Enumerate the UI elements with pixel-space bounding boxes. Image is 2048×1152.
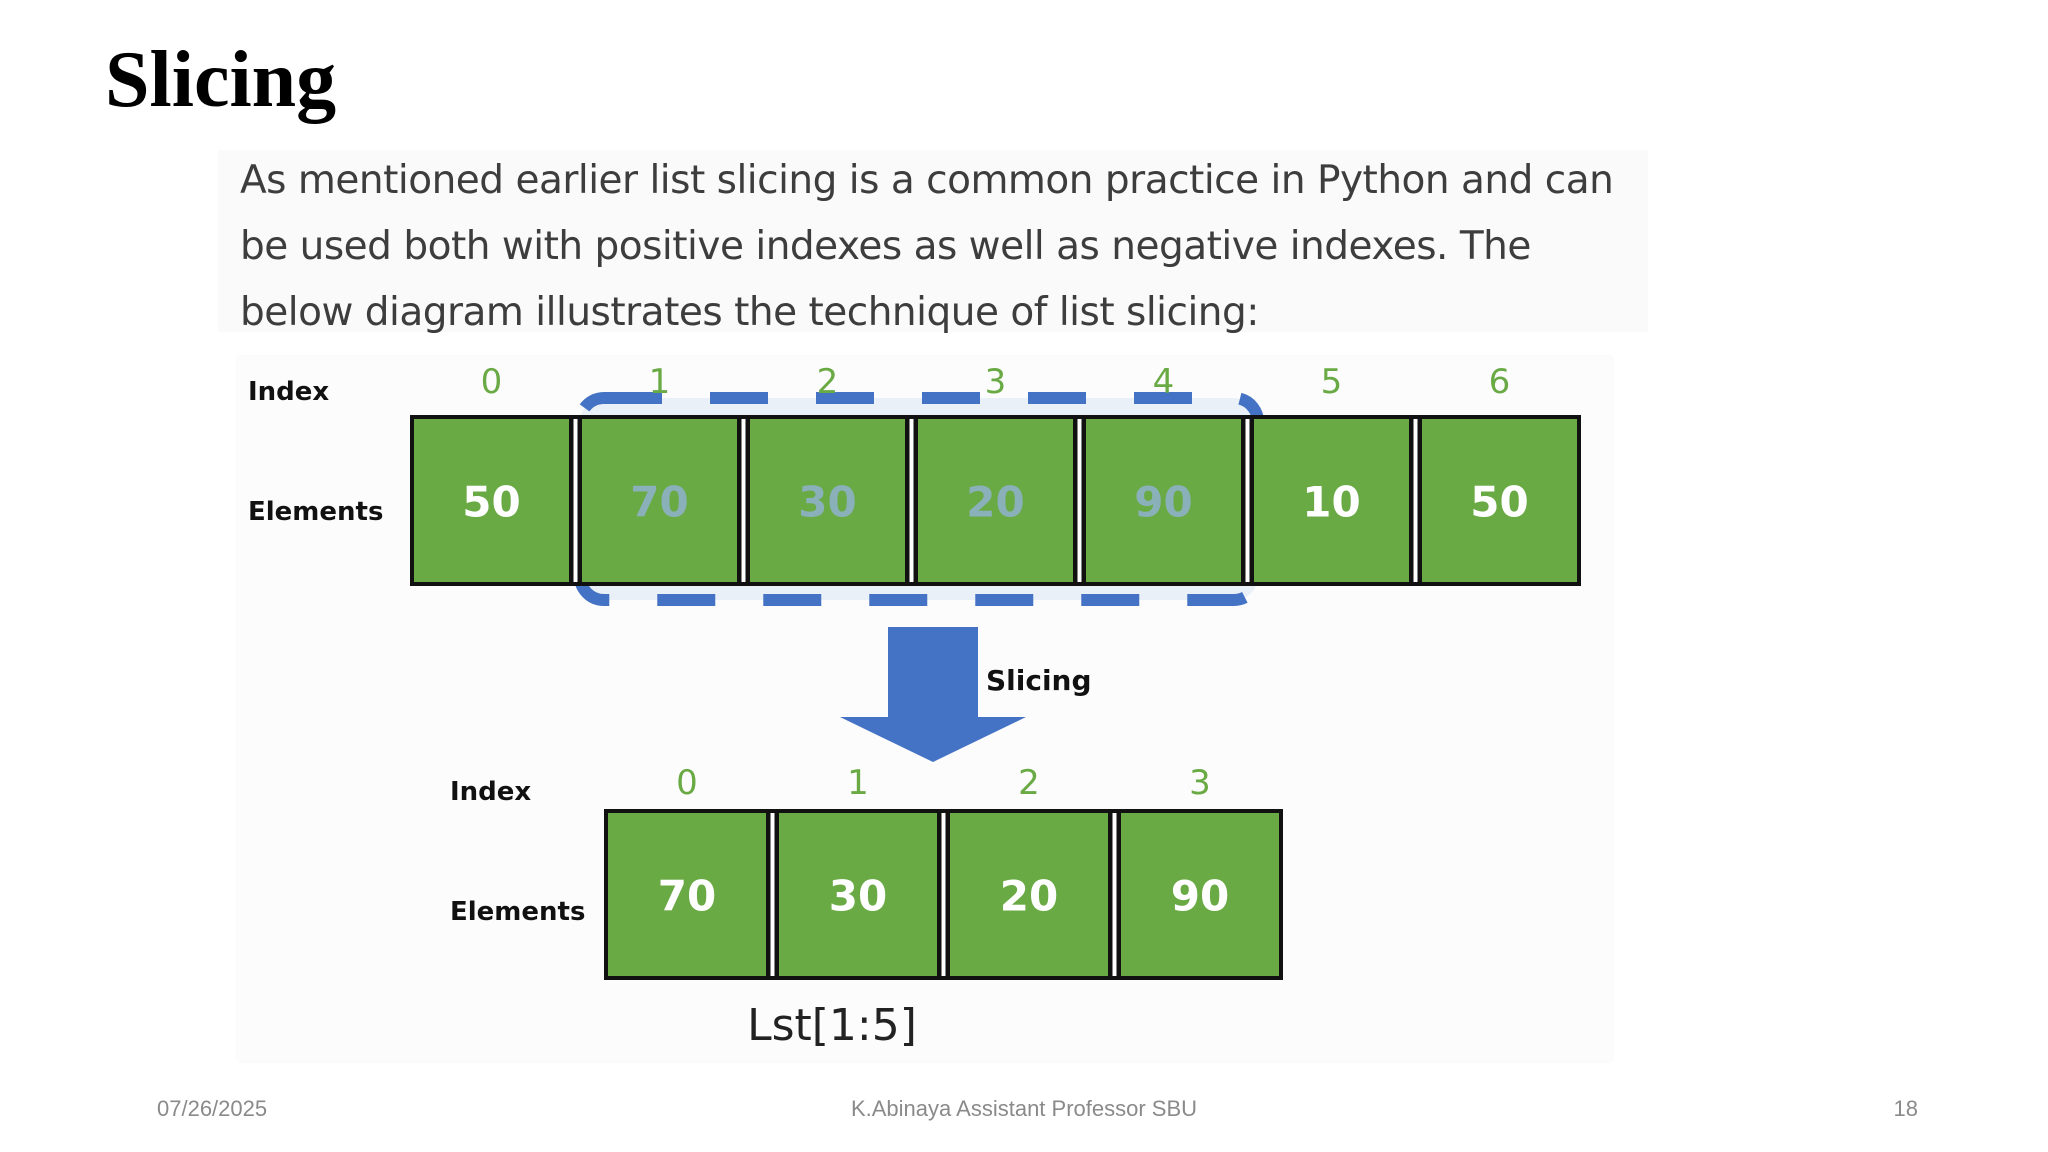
list-index-value: 1 <box>847 763 869 803</box>
list-element-value: 90 <box>1171 872 1229 921</box>
bottom-index-row: 0 1 2 3 <box>676 763 1211 803</box>
cell-separator <box>1077 419 1082 582</box>
list-element-value: 50 <box>1470 478 1528 527</box>
down-arrow <box>840 627 1026 762</box>
list-cell <box>414 419 569 582</box>
cell-separator <box>573 419 578 582</box>
list-element-value: 90 <box>1134 478 1192 527</box>
list-index-value: 3 <box>1189 763 1211 803</box>
footer-page-number: 18 <box>1893 1096 1918 1121</box>
intro-paragraph: As mentioned earlier list slicing is a c… <box>240 158 1614 335</box>
bottom-index-label: Index <box>450 777 531 807</box>
top-index-row: 0 1 2 3 4 5 6 <box>481 362 1511 402</box>
list-cell <box>950 813 1108 976</box>
slice-caption: Lst[1:5] <box>747 1000 917 1051</box>
cell-separator <box>909 419 914 582</box>
paragraph-background <box>218 150 1648 332</box>
cell-separator <box>770 813 775 976</box>
top-elements-row: 50 70 30 20 90 10 50 <box>410 415 1581 586</box>
footer-date: 07/26/2025 <box>157 1096 268 1121</box>
list-element-value: 20 <box>966 478 1024 527</box>
list-index-value: 0 <box>676 763 698 803</box>
top-elements-label: Elements <box>248 497 383 527</box>
list-cell <box>750 419 905 582</box>
list-index-value: 2 <box>1018 763 1040 803</box>
cell-separator <box>1112 813 1117 976</box>
arrow-label: Slicing <box>986 664 1092 697</box>
cell-separator <box>1245 419 1250 582</box>
list-cell <box>918 419 1073 582</box>
list-index-value: 2 <box>817 362 839 402</box>
list-index-value: 5 <box>1321 362 1343 402</box>
list-element-value: 50 <box>462 478 520 527</box>
list-cell <box>1422 419 1577 582</box>
bottom-elements-label: Elements <box>450 897 585 927</box>
cell-separator <box>941 813 946 976</box>
list-element-value: 10 <box>1302 478 1360 527</box>
list-element-value: 70 <box>658 872 716 921</box>
cell-separator <box>741 419 746 582</box>
slide-title: Slicing <box>105 36 337 124</box>
top-index-label: Index <box>248 377 329 407</box>
list-index-value: 4 <box>1153 362 1175 402</box>
list-index-value: 1 <box>649 362 671 402</box>
list-cell <box>1086 419 1241 582</box>
list-element-value: 20 <box>1000 872 1058 921</box>
list-cell <box>1121 813 1279 976</box>
cell-separator <box>1413 419 1418 582</box>
list-cell <box>582 419 737 582</box>
list-index-value: 3 <box>985 362 1007 402</box>
list-index-value: 6 <box>1489 362 1511 402</box>
list-element-value: 30 <box>798 478 856 527</box>
list-cell <box>779 813 937 976</box>
footer-presenter: K.Abinaya Assistant Professor SBU <box>850 1096 1198 1121</box>
list-element-value: 70 <box>630 478 688 527</box>
list-cell <box>1254 419 1409 582</box>
list-element-value: 30 <box>829 872 887 921</box>
list-index-value: 0 <box>481 362 503 402</box>
list-cell <box>608 813 766 976</box>
bottom-elements-row: 70 30 20 90 <box>604 809 1283 980</box>
